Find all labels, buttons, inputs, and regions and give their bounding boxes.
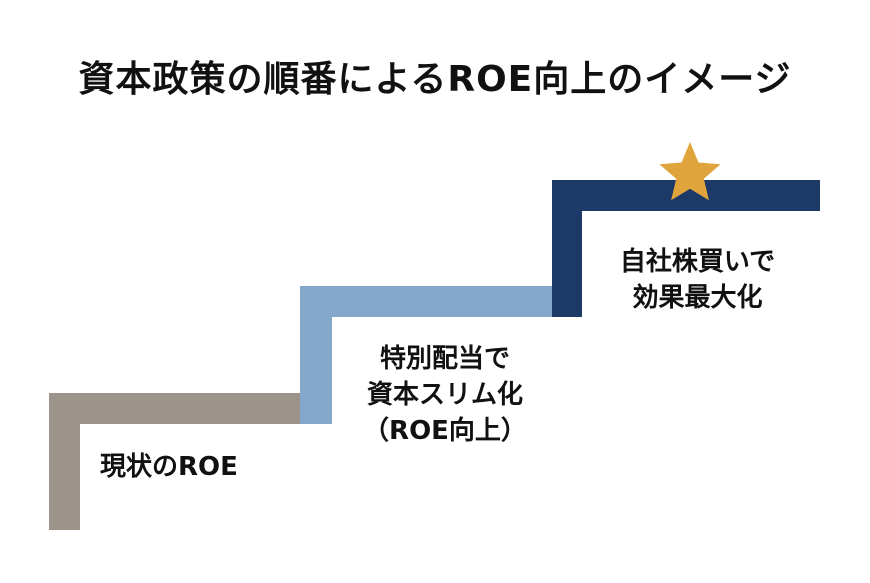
step-2-label-line-3: （ROE向上） xyxy=(363,416,527,446)
step-3-label: 自社株買いで 効果最大化 xyxy=(585,244,810,316)
step-1-bar xyxy=(49,393,300,530)
diagram-title: 資本政策の順番によるROE向上のイメージ xyxy=(78,59,792,100)
step-2-label-line-1: 特別配当で xyxy=(379,344,510,374)
step-1-label-line: 現状のROE xyxy=(100,452,238,482)
step-3-label-line-1: 自社株買いで xyxy=(619,247,776,277)
step-1-label: 現状のROE xyxy=(100,449,300,485)
step-2-label: 特別配当で 資本スリム化 （ROE向上） xyxy=(330,341,560,449)
step-3-bar xyxy=(552,180,820,317)
step-3-label-line-2: 効果最大化 xyxy=(632,283,763,313)
step-2-bar xyxy=(300,286,552,424)
star-icon xyxy=(659,142,721,201)
step-2-label-line-2: 資本スリム化 xyxy=(366,380,523,410)
